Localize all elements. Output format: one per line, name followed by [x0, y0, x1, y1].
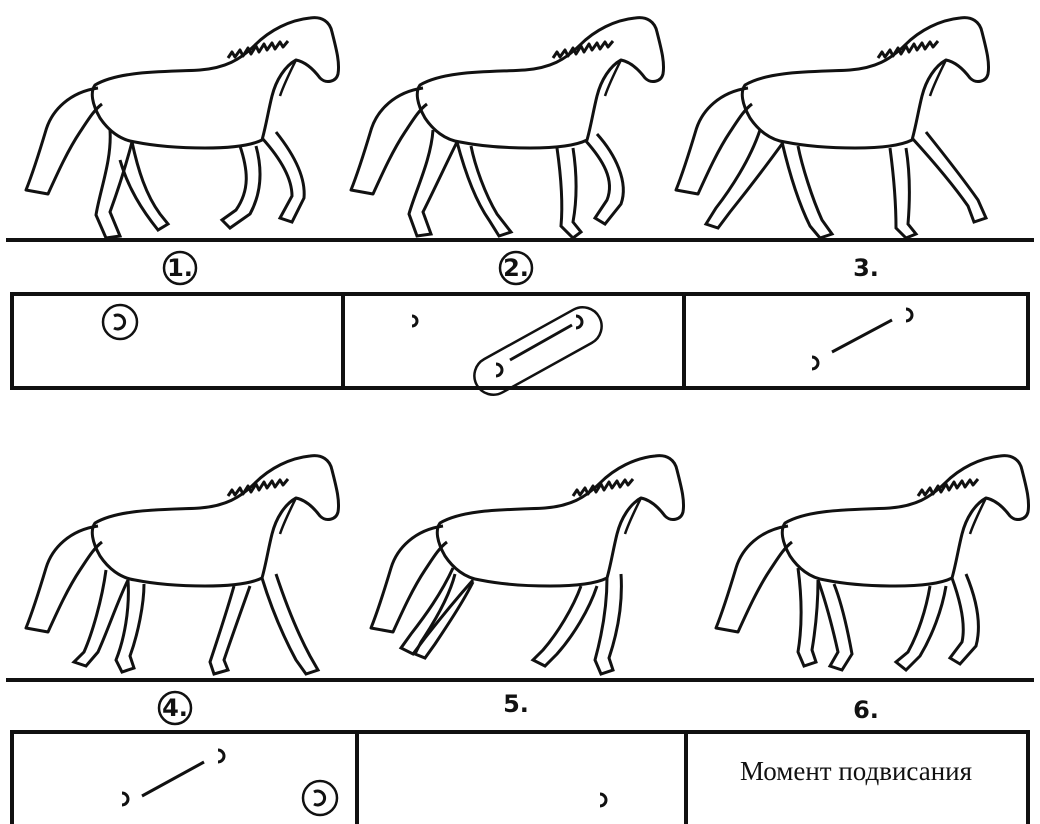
diagonal-pair-line [831, 318, 893, 354]
footfall-table-row-2 [10, 730, 1030, 824]
hoofprint [411, 314, 419, 328]
frame-label-5: 5. [503, 690, 529, 718]
hoofprint-circled [301, 779, 339, 817]
horse-frame-1 [24, 16, 341, 240]
diagonal-pair-enclosure [473, 306, 603, 396]
footfall-table-row-1 [10, 292, 1030, 390]
hoofprint [217, 748, 226, 764]
horse-frame-6 [714, 454, 1031, 673]
svg-text:3.: 3. [853, 254, 879, 282]
footfall-cell-1 [101, 303, 139, 341]
horse-frame-3 [674, 16, 991, 240]
svg-text:2.: 2. [503, 254, 529, 282]
footfall-cell-5 [599, 792, 608, 808]
hoofprint [575, 314, 584, 330]
horse-frame-2 [349, 16, 666, 240]
frame-label-4: 4. [157, 690, 193, 726]
hoofprint [495, 362, 504, 378]
hoofprint [599, 792, 608, 808]
hoofprint [121, 791, 130, 807]
frame-label-1: 1. [162, 250, 198, 286]
svg-text:4.: 4. [162, 694, 188, 722]
horse-frame-5 [369, 454, 686, 676]
footfall-cell-6: Момент подвисания [740, 756, 972, 786]
diagonal-pair-line [141, 760, 205, 798]
frame-label-6: 6. [853, 696, 879, 724]
frame-label-3: 3. [853, 254, 879, 282]
hoofprint-circled [101, 303, 139, 341]
svg-text:6.: 6. [853, 696, 879, 724]
horse-frame-4 [24, 454, 341, 676]
hoofprint [811, 355, 820, 371]
svg-text:5.: 5. [503, 690, 529, 718]
footfall-cell-2 [411, 306, 603, 396]
footfall-cell-3 [811, 307, 914, 371]
svg-text:1.: 1. [167, 254, 193, 282]
hoofprint [905, 307, 914, 323]
frame-label-2: 2. [498, 250, 534, 286]
suspension-caption: Момент подвисания [740, 756, 972, 786]
footfall-cell-4 [121, 748, 339, 817]
